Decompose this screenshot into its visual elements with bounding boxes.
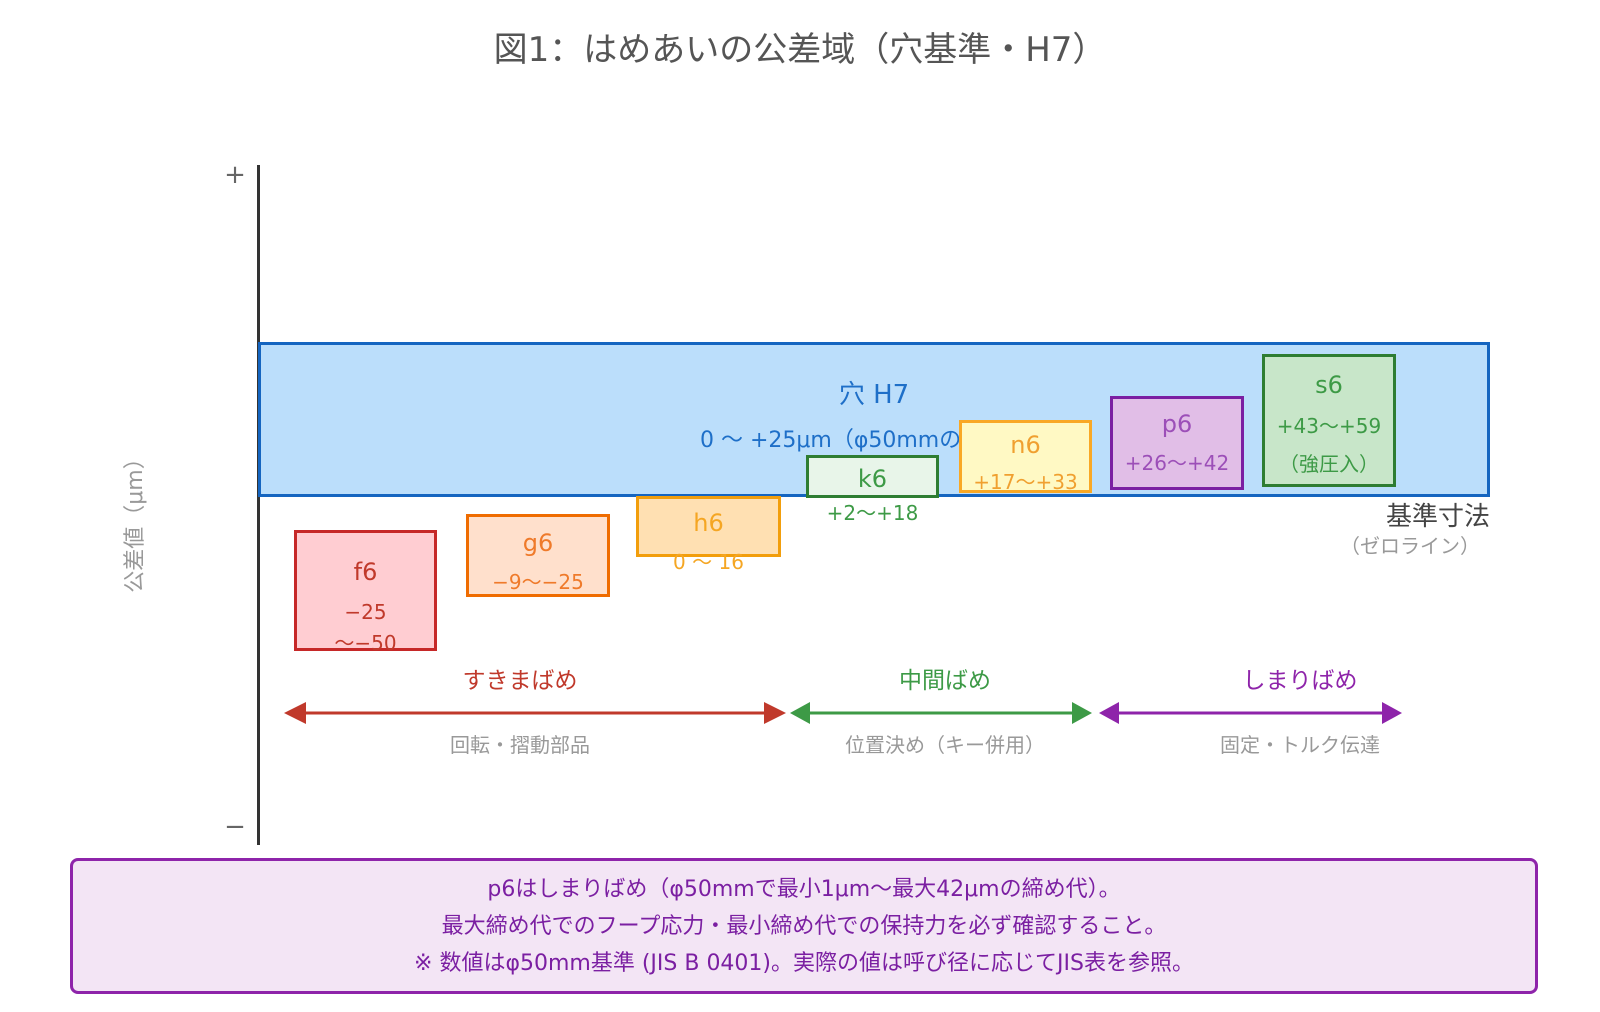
note-line-1: p6はしまりばめ（φ50mmで最小1μm〜最大42μmの締め代）。 — [487, 876, 1121, 902]
shaft-n6-box — [959, 420, 1092, 493]
category-interference-fit-label: しまりばめ — [1242, 668, 1358, 694]
shaft-k6-range: +2〜+18 — [826, 501, 919, 525]
shaft-g6-name: g6 — [522, 529, 554, 557]
shaft-f6-range: −25 — [344, 600, 387, 624]
hole-h7-label: 穴 H7 — [838, 380, 910, 410]
transition-fit-arrow — [790, 702, 1092, 724]
axis-plus-symbol: + — [224, 160, 246, 190]
shaft-g6-box — [466, 514, 610, 597]
shaft-f6-range2: 〜−50 — [334, 631, 397, 655]
shaft-h6-box — [636, 496, 781, 557]
shaft-s6-name: s6 — [1315, 371, 1343, 399]
shaft-p6-name: p6 — [1161, 410, 1193, 438]
vertical-axis — [257, 165, 260, 845]
note-box: p6はしまりばめ（φ50mmで最小1μm〜最大42μmの締め代）。 最大締め代で… — [70, 858, 1538, 994]
shaft-p6-box — [1110, 396, 1244, 490]
transition-fit-application: 位置決め（キー併用） — [845, 733, 1045, 757]
shaft-h6-name: h6 — [693, 509, 724, 537]
shaft-n6-range: +17〜+33 — [973, 470, 1078, 494]
shaft-n6-name: n6 — [1010, 431, 1041, 459]
shaft-k6-box — [806, 455, 939, 498]
shaft-p6-range: +26〜+42 — [1124, 451, 1230, 475]
shaft-k6-name: k6 — [857, 465, 888, 493]
shaft-g6-range: −9〜−25 — [492, 570, 584, 594]
figure-title: 図1：はめあいの公差域（穴基準・H7） — [493, 30, 1107, 70]
zero-line-label: 基準寸法 — [1385, 502, 1490, 532]
interference-fit-arrow — [1099, 702, 1402, 724]
hole-h7-range: 0 〜 +25μm（φ50mmの — [700, 428, 962, 453]
shaft-h6-range: 0 〜 16 — [673, 550, 744, 574]
shaft-f6-name: f6 — [353, 558, 378, 586]
clearance-fit-arrow — [284, 702, 786, 724]
note-line-3: ※ 数値はφ50mm基準 (JIS B 0401)。実際の値は呼び径に応じてJI… — [414, 950, 1194, 976]
axis-minus-symbol: − — [224, 812, 246, 842]
zero-line-sublabel: （ゼロライン） — [1340, 534, 1480, 558]
category-transition-fit-label: 中間ばめ — [899, 668, 991, 694]
interference-fit-application: 固定・トルク伝達 — [1220, 733, 1380, 757]
clearance-fit-application: 回転・摺動部品 — [450, 733, 590, 757]
note-line-2: 最大締め代でのフープ応力・最小締め代での保持力を必ず確認すること。 — [441, 913, 1167, 939]
category-clearance-fit-label: すきまばめ — [462, 668, 578, 694]
shaft-s6-range2: （強圧入） — [1279, 452, 1379, 476]
shaft-s6-range: +43〜+59 — [1276, 414, 1382, 438]
shaft-f6-box — [294, 530, 437, 651]
shaft-s6-box — [1262, 354, 1396, 487]
